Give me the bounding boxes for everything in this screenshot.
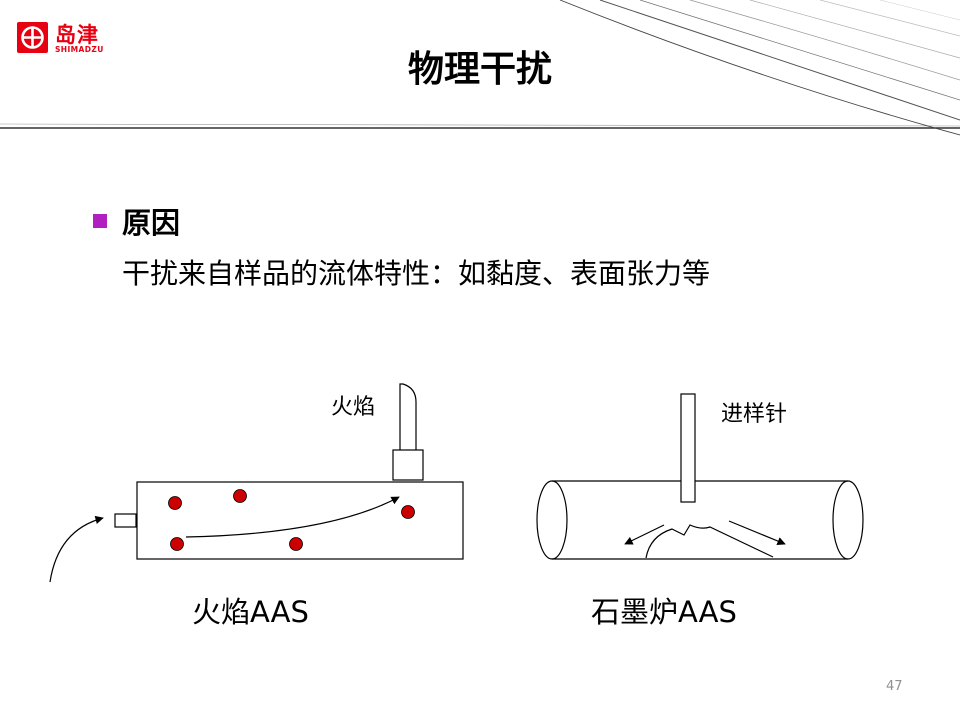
sample-inlet bbox=[114, 513, 137, 528]
burner-tube bbox=[399, 383, 417, 450]
bullet-heading: 原因 bbox=[122, 206, 181, 240]
flame-aas-caption: 火焰AAS bbox=[192, 595, 309, 629]
furnace-aas-diagram bbox=[536, 393, 864, 560]
header-decoration bbox=[0, 0, 960, 136]
logo-company-en: SHIMADZU bbox=[55, 45, 104, 54]
nebulizer-chamber bbox=[136, 481, 464, 560]
droplet bbox=[170, 537, 184, 551]
bullet-text: 干扰来自样品的流体特性：如黏度、表面张力等 bbox=[122, 257, 711, 290]
spread-right-arrow bbox=[728, 520, 786, 546]
droplet bbox=[233, 489, 247, 503]
burner-head bbox=[392, 449, 424, 481]
droplet bbox=[168, 496, 182, 510]
aerosol-flow-arrow bbox=[185, 496, 400, 538]
droplet bbox=[401, 505, 415, 519]
page-number: 47 bbox=[886, 679, 903, 694]
furnace-aas-caption: 石墨炉AAS bbox=[591, 595, 737, 629]
shimadzu-logo-mark bbox=[17, 22, 48, 53]
shimadzu-logo: 岛津 SHIMADZU bbox=[17, 22, 117, 56]
sample-inflow-arrow bbox=[49, 515, 104, 583]
flame-aas-diagram bbox=[49, 383, 464, 583]
slide-title: 物理干扰 bbox=[407, 49, 552, 90]
sample-needle bbox=[680, 393, 696, 503]
sample-splash bbox=[645, 524, 774, 559]
spread-left-arrow bbox=[624, 524, 665, 545]
droplet bbox=[289, 537, 303, 551]
needle-label: 进样针 bbox=[721, 402, 788, 427]
flame-label: 火焰 bbox=[331, 395, 376, 420]
logo-company-cn: 岛津 bbox=[55, 23, 99, 47]
graphite-tube-left-end bbox=[536, 480, 568, 560]
graphite-tube-right-end bbox=[832, 480, 864, 560]
bullet-square-icon bbox=[93, 214, 107, 228]
